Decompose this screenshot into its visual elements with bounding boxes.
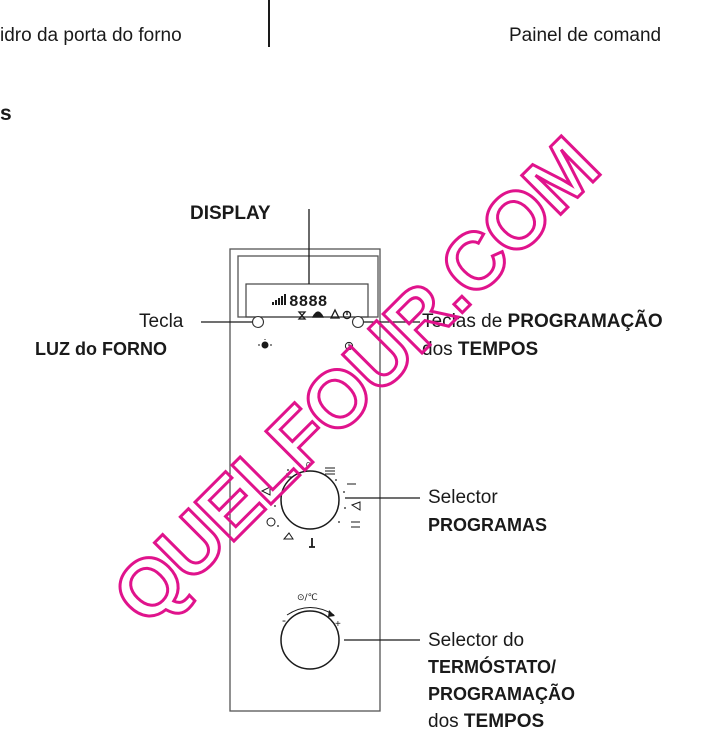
grill-icon — [325, 467, 335, 475]
section-title-fragment: s — [0, 102, 12, 125]
display-symbols — [297, 308, 352, 320]
top-bottom-icon — [351, 521, 360, 528]
display-window — [245, 283, 369, 318]
light-key-label-line2: LUZ do FORNO — [35, 339, 167, 359]
control-panel-caption: Painel de comand — [509, 25, 662, 46]
thermostat-plus: + — [335, 619, 341, 630]
thermo-icon — [309, 538, 315, 548]
door-glass-caption: idro da porta do forno — [0, 25, 182, 46]
clock-icon — [344, 341, 354, 351]
thermostat-minus: - — [282, 613, 286, 627]
fan-bake-icon — [350, 501, 361, 511]
thermostat-selector-dial — [280, 610, 340, 670]
program-selector-dial — [280, 470, 340, 530]
arc-arrow-head — [328, 610, 335, 617]
programming-keys-line2-prefix: dos — [422, 339, 458, 360]
thermostat-label-line4: dos TEMPOS — [428, 711, 544, 733]
signal-bars-icon — [272, 294, 286, 305]
thermostat-line4-prefix: dos — [428, 711, 464, 732]
fan-grill-icon — [260, 486, 271, 496]
thermostat-line4-bold: TEMPOS — [463, 711, 545, 732]
control-panel-outline — [229, 248, 381, 712]
light-bulb-icon — [258, 339, 272, 349]
defrost-icon — [285, 473, 292, 478]
programming-key — [351, 315, 365, 329]
thermostat-symbol: ⊙/℃ — [297, 593, 318, 603]
light-key-label-line1: Tecla — [139, 311, 184, 332]
program-function-icons — [260, 467, 361, 548]
programming-keys-prefix: Teclas de — [422, 311, 508, 332]
programming-keys-label-line1: Teclas de PROGRAMAÇÃO — [422, 311, 663, 333]
display-label: DISPLAY — [190, 203, 271, 224]
dial-dots — [274, 465, 346, 527]
bell-icon — [329, 308, 341, 319]
display-digits: 8888 — [289, 293, 327, 311]
hourglass-icon — [297, 311, 307, 320]
light-key — [251, 315, 265, 329]
thermostat-label-line2: TERMÓSTATO/ — [428, 657, 556, 677]
thermostat-label-line3: PROGRAMAÇÃO — [428, 684, 575, 704]
pot-icon — [311, 311, 325, 318]
programming-keys-bold: PROGRAMAÇÃO — [507, 311, 663, 332]
program-selector-label-line1: Selector — [428, 487, 498, 508]
pizza-icon — [282, 532, 294, 540]
programming-keys-line2-bold: TEMPOS — [457, 339, 539, 360]
program-selector-label-line2: PROGRAMAS — [428, 515, 548, 535]
program-dial-zero: 0 — [306, 461, 311, 470]
timer-icon — [342, 310, 352, 320]
thermostat-label-line1: Selector do — [428, 630, 525, 651]
programming-keys-label-line2: dos TEMPOS — [422, 339, 538, 361]
fan-icon — [266, 517, 276, 527]
